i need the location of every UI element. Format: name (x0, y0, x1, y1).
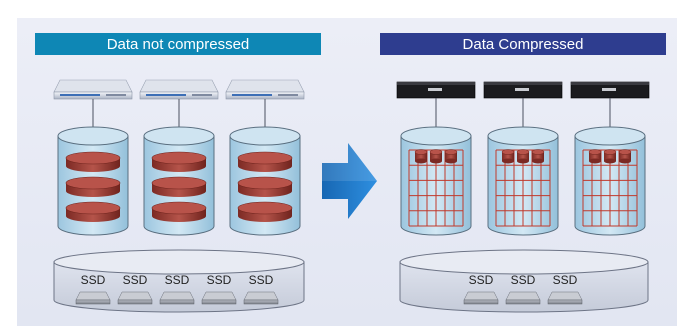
ssd-drive-icon: SSD (547, 273, 583, 305)
data-disk-stack (237, 151, 293, 222)
server-connectors (92, 98, 611, 128)
ssd-drive-icon: SSD (463, 273, 499, 305)
compressed-volume (487, 126, 559, 236)
left-servers (53, 79, 305, 100)
silver-rack-server-icon (225, 79, 305, 100)
black-rack-server-icon (483, 81, 563, 99)
ssd-drive-icon: SSD (75, 273, 111, 305)
right-panel-title: Data Compressed (463, 36, 584, 53)
uncompressed-volume (57, 126, 129, 236)
right-header-bar (380, 33, 666, 55)
left-panel-title: Data not compressed (107, 36, 250, 53)
ssd-label: SSD (511, 273, 536, 287)
ssd-drive-icon: SSD (505, 273, 541, 305)
compressed-disk-stack (588, 149, 632, 164)
ssd-label: SSD (249, 273, 274, 287)
compressed-disk-stack (414, 149, 458, 164)
compressed-volume (400, 126, 472, 236)
ssd-drive-icon: SSD (117, 273, 153, 305)
compressed-disk-stack (501, 149, 545, 164)
ssd-drive-icon: SSD (159, 273, 195, 305)
right-storage-cylinders (400, 126, 646, 236)
compressed-volume (574, 126, 646, 236)
ssd-label: SSD (165, 273, 190, 287)
ssd-label: SSD (207, 273, 232, 287)
ssd-label: SSD (123, 273, 148, 287)
compression-grid (582, 149, 638, 227)
black-rack-server-icon (570, 81, 650, 99)
right-arrow-icon (322, 143, 377, 219)
left-storage-cylinders (57, 126, 301, 236)
ssd-label: SSD (469, 273, 494, 287)
black-rack-server-icon (396, 81, 476, 99)
data-disk-stack (65, 151, 121, 222)
silver-rack-server-icon (53, 79, 133, 100)
right-ssd-tray: SSD SSD SSD (399, 249, 649, 313)
ssd-label: SSD (553, 273, 578, 287)
ssd-label: SSD (81, 273, 106, 287)
ssd-drive-icon: SSD (201, 273, 237, 305)
silver-rack-server-icon (139, 79, 219, 100)
left-panel-header: Data not compressed (35, 33, 321, 55)
left-header-bar (35, 33, 321, 55)
uncompressed-volume (143, 126, 215, 236)
ssd-drive-icon: SSD (243, 273, 279, 305)
uncompressed-volume (229, 126, 301, 236)
left-ssd-tray: SSD SSD SSD SSD SSD (53, 249, 305, 313)
right-panel-header: Data Compressed (380, 33, 666, 55)
data-disk-stack (151, 151, 207, 222)
right-servers (396, 81, 650, 99)
